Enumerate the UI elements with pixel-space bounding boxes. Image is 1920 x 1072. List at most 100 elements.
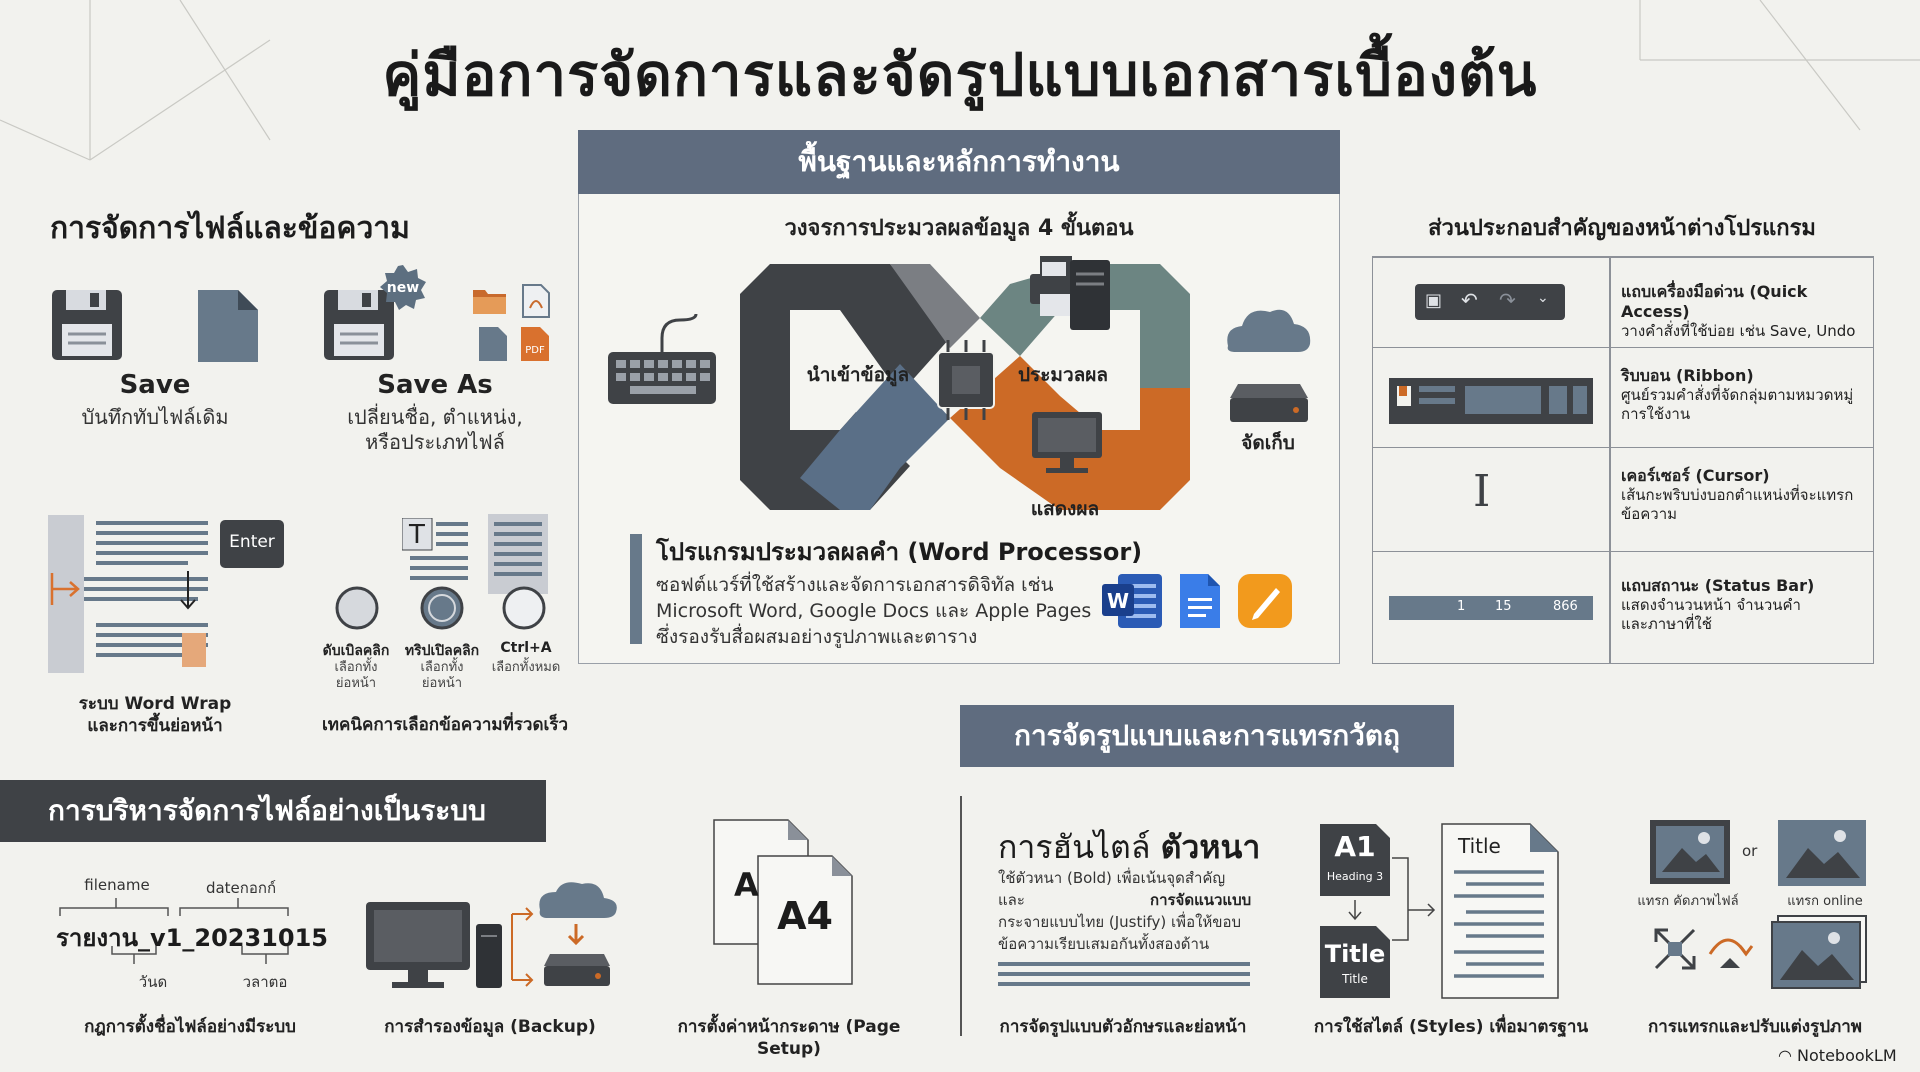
- justified-lines: [998, 962, 1250, 986]
- svg-text:T: T: [408, 520, 425, 550]
- naming-caption: กฎการตั้งชื่อไฟล์อย่างมีระบบ: [84, 1017, 296, 1037]
- floppy-disk-icon: [52, 290, 122, 360]
- pdf-file-icon: [522, 284, 550, 318]
- page-a4-label: A4: [777, 894, 833, 938]
- section-divider: [960, 796, 962, 1036]
- font-style-title: การฮันไตล์ ตัวหนา: [998, 828, 1261, 866]
- save-as-title: Save As: [377, 370, 493, 400]
- status-bar-text: แถบสถานะ (Status Bar)แสดงจำนวนหน้า จำนวน…: [1621, 576, 1815, 633]
- selection-caption: เทคนิคการเลือกข้อความที่รวดเร็ว: [322, 715, 568, 735]
- file-section-heading: การจัดการไฟล์และข้อความ: [50, 211, 410, 246]
- table-row-status-bar: 1 15 866 แถบสถานะ (Status Bar)แสดงจำนวนห…: [1373, 551, 1873, 664]
- or-label: or: [1742, 842, 1758, 860]
- ctrl-a-icon: [502, 586, 546, 630]
- status-word-count: 15: [1495, 599, 1512, 614]
- style-heading3-label: Heading 3: [1326, 870, 1384, 883]
- page-lines-icon: [488, 514, 548, 594]
- save-title: Save: [119, 370, 191, 400]
- basics-heading: พื้นฐานและหลักการทำงาน: [578, 130, 1340, 194]
- quick-access-toolbar: ▣ ↶ ↷ ⌄: [1415, 284, 1565, 320]
- table-row-cursor: I เคอร์เซอร์ (Cursor)เส้นกะพริบบ่งบอกตำแ…: [1373, 447, 1873, 552]
- naming-label-filename: filename: [84, 876, 150, 894]
- styles-caption: การใช้สไตล์ (Styles) เพื่อมาตรฐาน: [1313, 1017, 1589, 1037]
- ribbon-text: ริบบอน (Ribbon)ศูนย์รวมคำสั่งที่จัดกลุ่ม…: [1621, 366, 1854, 423]
- font-style-line-2a: และ: [998, 891, 1025, 909]
- font-style-line-4: ข้อความเรียบเสมอกันทั้งสองด้าน: [998, 935, 1210, 953]
- page-setup-caption: การตั้งค่าหน้ากระดาษ (Page Setup): [677, 1017, 901, 1060]
- ribbon-group-block: [1465, 386, 1541, 414]
- double-click-desc-2: ย่อหน้า: [335, 676, 377, 691]
- status-char-count: 866: [1553, 599, 1578, 614]
- save-as-description-1: เปลี่ยนชื่อ, ตำแหน่ง,: [347, 405, 523, 429]
- word-processor-title: โปรแกรมประมวลผลคำ (Word Processor): [656, 538, 1143, 566]
- notebooklm-brand: ◠ NotebookLM: [1778, 1046, 1897, 1065]
- double-click-icon: [335, 586, 379, 630]
- style-title-big-label: Title: [1324, 940, 1386, 968]
- status-bar-illustration: 1 15 866: [1389, 596, 1593, 620]
- styles-illustration: [1320, 823, 1559, 999]
- style-title-small-label: Title: [1342, 972, 1368, 986]
- ribbon-group-block: [1549, 386, 1567, 414]
- file-small-icon: [479, 327, 507, 361]
- images-caption: การแทรกและปรับแต่งรูปภาพ: [1648, 1017, 1862, 1037]
- word-processor-line-1: ซอฟต์แวร์ที่ใช้สร้างและจัดการเอกสารดิจิท…: [656, 574, 1054, 596]
- redo-icon: ↷: [1499, 288, 1516, 312]
- text-format-icon: T: [402, 518, 468, 580]
- naming-label-time: วลาตอ: [242, 973, 288, 991]
- ribbon-illustration: [1389, 378, 1593, 424]
- triple-click-desc-2: ย่อหน้า: [421, 676, 463, 691]
- svg-text:W: W: [1107, 589, 1129, 613]
- status-page-count: 1: [1457, 599, 1466, 614]
- customize-dropdown-icon: ⌄: [1537, 290, 1549, 306]
- word-wrap-caption-2: และการขึ้นย่อหน้า: [87, 716, 223, 736]
- ribbon-file-accent: [1399, 386, 1407, 396]
- ribbon-group-line: [1419, 386, 1455, 392]
- cycle-input-label: นำเข้าข้อมูล: [806, 364, 910, 386]
- naming-example: รายงาน_v1_20231015: [56, 924, 328, 952]
- cycle-storage-label: จัดเก็บ: [1241, 432, 1295, 454]
- formatting-heading: การจัดรูปแบบและการแทรกวัตถุ: [960, 705, 1454, 767]
- word-processor-accent: [630, 534, 642, 644]
- apple-pages-icon: [1238, 574, 1292, 628]
- file-management-heading: การบริหารจัดการไฟล์อย่างเป็นระบบ: [0, 780, 546, 842]
- quick-access-text: แถบเครื่องมือด่วน (Quick Access)วางคำสั่…: [1621, 282, 1856, 340]
- pdf-orange-icon: [521, 327, 549, 361]
- processing-cycle-diagram: [608, 256, 1311, 510]
- triple-click-desc-1: เลือกทั้ง: [420, 660, 464, 675]
- enter-key: [220, 520, 284, 568]
- save-icon: ▣: [1425, 290, 1443, 311]
- ctrl-a-desc: เลือกทั้งหมด: [491, 660, 561, 675]
- save-description: บันทึกทับไฟล์เดิม: [81, 405, 229, 429]
- save-as-floppy-icon: [324, 290, 394, 360]
- table-column-divider: [1609, 257, 1611, 663]
- word-wrap-illustration: [48, 515, 208, 673]
- naming-label-day: วันด: [138, 973, 168, 991]
- table-row-quick-access: ▣ ↶ ↷ ⌄ แถบเครื่องมือด่วน (Quick Access)…: [1373, 257, 1873, 348]
- text-cursor-icon: I: [1473, 466, 1491, 517]
- ctrl-a-title: Ctrl+A: [500, 640, 552, 656]
- page-size-illustration: [713, 819, 853, 985]
- backup-caption: การสำรองข้อมูล (Backup): [384, 1017, 596, 1037]
- insert-online-label: แทรก online: [1787, 894, 1863, 909]
- font-style-line-1: ใช้ตัวหนา (Bold) เพื่อเน้นจุดสำคัญ: [998, 869, 1226, 887]
- triple-click-icon: [420, 586, 464, 630]
- enter-key-label: Enter: [229, 532, 275, 552]
- style-doc-title: Title: [1458, 834, 1501, 858]
- font-style-line-2b: การจัดแนวแบบ: [1150, 891, 1252, 909]
- cycle-output-label: แสดงผล: [1030, 498, 1100, 520]
- pdf-label: PDF: [525, 345, 545, 356]
- table-row-ribbon: ริบบอน (Ribbon)ศูนย์รวมคำสั่งที่จัดกลุ่ม…: [1373, 347, 1873, 448]
- word-processor-line-2: Microsoft Word, Google Docs และ Apple Pa…: [656, 600, 1092, 622]
- font-format-caption: การจัดรูปแบบตัวอักษรและย่อหน้า: [999, 1017, 1247, 1037]
- new-badge-label: new: [386, 280, 420, 296]
- ribbon-group-line: [1419, 398, 1455, 404]
- double-click-desc-1: เลือกทั้ง: [334, 660, 378, 675]
- folder-icon: [473, 290, 506, 314]
- document-icon: [198, 290, 258, 362]
- double-click-title: ดับเบิลคลิก: [322, 643, 390, 659]
- page-title: คู่มือการจัดการและจัดรูปแบบเอกสารเบื้องต…: [382, 41, 1538, 109]
- window-parts-heading: ส่วนประกอบสำคัญของหน้าต่างโปรแกรม: [1428, 216, 1816, 241]
- word-processor-line-3: ซึ่งรองรับสื่อผสมอย่างรูปภาพและตาราง: [656, 626, 978, 648]
- style-a1-label: A1: [1334, 830, 1376, 863]
